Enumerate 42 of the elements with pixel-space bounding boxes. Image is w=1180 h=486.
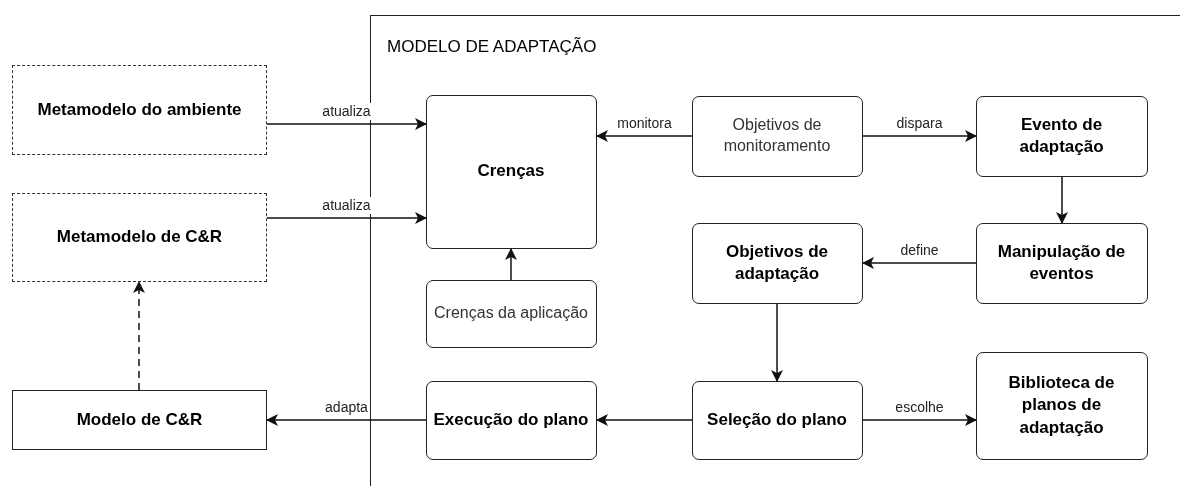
arrow xyxy=(862,414,977,426)
node-label: Modelo de C&R xyxy=(75,408,204,431)
dashed-box xyxy=(12,193,267,282)
node-label: Biblioteca de planos de adaptação xyxy=(1007,372,1116,439)
process-box xyxy=(425,94,597,249)
node-label: Objetivos de monitoramento xyxy=(722,115,832,156)
node-label: Crenças da aplicação xyxy=(433,303,589,324)
edge-label: dispara xyxy=(894,115,945,132)
process-box xyxy=(12,390,267,450)
arrow xyxy=(596,414,693,426)
process-box xyxy=(425,380,597,460)
group-title: MODELO DE ADAPTAÇÃO xyxy=(386,36,598,58)
arrow xyxy=(596,130,693,142)
dashed-box xyxy=(12,65,267,155)
group-frame xyxy=(370,15,1180,486)
process-box xyxy=(975,222,1148,304)
node-label: Metamodelo do ambiente xyxy=(36,98,243,121)
arrow xyxy=(133,281,145,391)
arrow xyxy=(862,257,977,269)
edge-label: atualiza xyxy=(320,103,373,120)
process-box xyxy=(975,95,1148,177)
node-label: Manipulação de eventos xyxy=(996,240,1127,285)
node-label: Metamodelo de C&R xyxy=(55,226,224,249)
arrow xyxy=(266,212,427,224)
arrow xyxy=(266,118,427,130)
node-label: Crenças xyxy=(476,160,546,183)
edge-label: atualiza xyxy=(320,197,373,214)
arrow xyxy=(505,248,517,281)
arrow xyxy=(1056,176,1068,224)
edge-label: adapta xyxy=(323,399,370,416)
node-label: Seleção do plano xyxy=(706,408,848,431)
arrow xyxy=(771,303,783,382)
node-label: Execução do plano xyxy=(432,408,590,431)
process-box xyxy=(975,351,1148,460)
process-box xyxy=(691,95,863,177)
arrow xyxy=(862,130,977,142)
node-label: Evento de adaptação xyxy=(1018,113,1105,158)
arrow xyxy=(266,414,427,426)
process-box xyxy=(691,222,863,304)
process-box xyxy=(691,380,863,460)
node-label: Objetivos de adaptação xyxy=(725,240,829,285)
process-box xyxy=(425,279,597,348)
